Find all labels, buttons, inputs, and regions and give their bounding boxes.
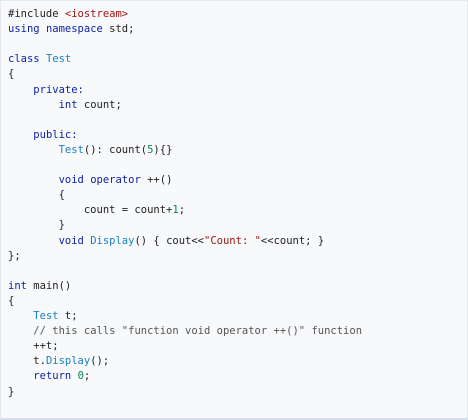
code-line: ++t;	[8, 339, 59, 354]
code-token: public:	[33, 128, 78, 141]
code-token: return	[33, 370, 72, 383]
code-token: main()	[26, 279, 72, 292]
code-token: std;	[102, 23, 135, 36]
code-token: }	[8, 219, 65, 232]
code-token: };	[8, 249, 21, 262]
code-line: };	[8, 249, 21, 264]
code-token: }	[8, 385, 15, 398]
code-token: "Count: "	[204, 234, 261, 247]
code-token: () { cout<<	[134, 234, 205, 247]
code-line: }	[8, 218, 65, 233]
code-token	[8, 325, 33, 337]
code-token: ;	[178, 204, 186, 217]
code-token: {	[8, 68, 15, 81]
code-token: 0	[77, 370, 84, 383]
code-token	[8, 84, 33, 96]
code-token: void	[58, 174, 84, 187]
code-token: 5	[147, 143, 154, 156]
code-line: {	[8, 67, 14, 82]
code-line: Test t;	[8, 309, 78, 324]
code-token: Test	[58, 143, 84, 156]
code-token: <iostream>	[64, 8, 129, 20]
code-token: ++t;	[8, 340, 59, 353]
code-token: count = count+	[8, 204, 173, 217]
code-token: (): count(	[83, 143, 148, 156]
code-line: int main()	[8, 279, 71, 294]
code-token: // this calls "function void operator ++…	[33, 325, 363, 338]
code-line: using namespace std;	[8, 22, 134, 37]
code-line: count = count+1;	[8, 203, 185, 218]
code-line: Test(): count(5){}	[8, 143, 173, 158]
code-token: count;	[77, 98, 122, 111]
code-token: Display	[90, 234, 135, 247]
code-line: void Display() { cout<<"Count: "<<count;…	[8, 234, 325, 249]
code-line: // this calls "function void operator ++…	[8, 324, 362, 339]
code-token: 1	[172, 204, 179, 217]
code-token: int	[8, 279, 27, 292]
code-token: {	[8, 294, 15, 307]
code-line: {	[8, 188, 65, 203]
code-token: Display	[45, 355, 91, 368]
code-token: ++()	[140, 174, 173, 187]
code-line: void operator ++()	[8, 173, 173, 188]
code-token	[8, 99, 59, 111]
code-token: using	[8, 23, 40, 36]
code-line: class Test	[8, 52, 71, 67]
code-token: t.	[8, 355, 46, 368]
code-token	[8, 370, 33, 382]
code-token	[8, 310, 33, 322]
code-token: ();	[90, 355, 110, 368]
code-token: Test	[33, 310, 59, 322]
code-token	[8, 174, 59, 186]
code-line: #include <iostream>	[8, 7, 128, 22]
code-token: ;	[83, 370, 91, 383]
code-token	[8, 144, 59, 156]
code-line: int count;	[8, 98, 122, 113]
code-token	[8, 235, 59, 247]
code-token: t;	[58, 310, 78, 322]
code-line: }	[8, 385, 14, 400]
code-token: {	[8, 189, 65, 202]
code-token: Test	[45, 53, 72, 66]
code-token: int	[58, 98, 78, 111]
code-token: ){}	[153, 143, 173, 156]
code-line: private:	[8, 83, 84, 98]
code-token: void	[58, 234, 84, 247]
code-line: t.Display();	[8, 354, 109, 369]
code-line: {	[8, 294, 14, 309]
code-line: public:	[8, 128, 78, 143]
code-line: return 0;	[8, 369, 90, 384]
code-token: namespace	[45, 23, 103, 36]
code-token	[8, 129, 33, 141]
code-token: #include	[8, 8, 65, 20]
code-token: class	[8, 53, 40, 66]
code-token: operator	[90, 174, 141, 187]
code-token: private:	[33, 83, 84, 96]
code-token: <<count; }	[260, 234, 325, 247]
